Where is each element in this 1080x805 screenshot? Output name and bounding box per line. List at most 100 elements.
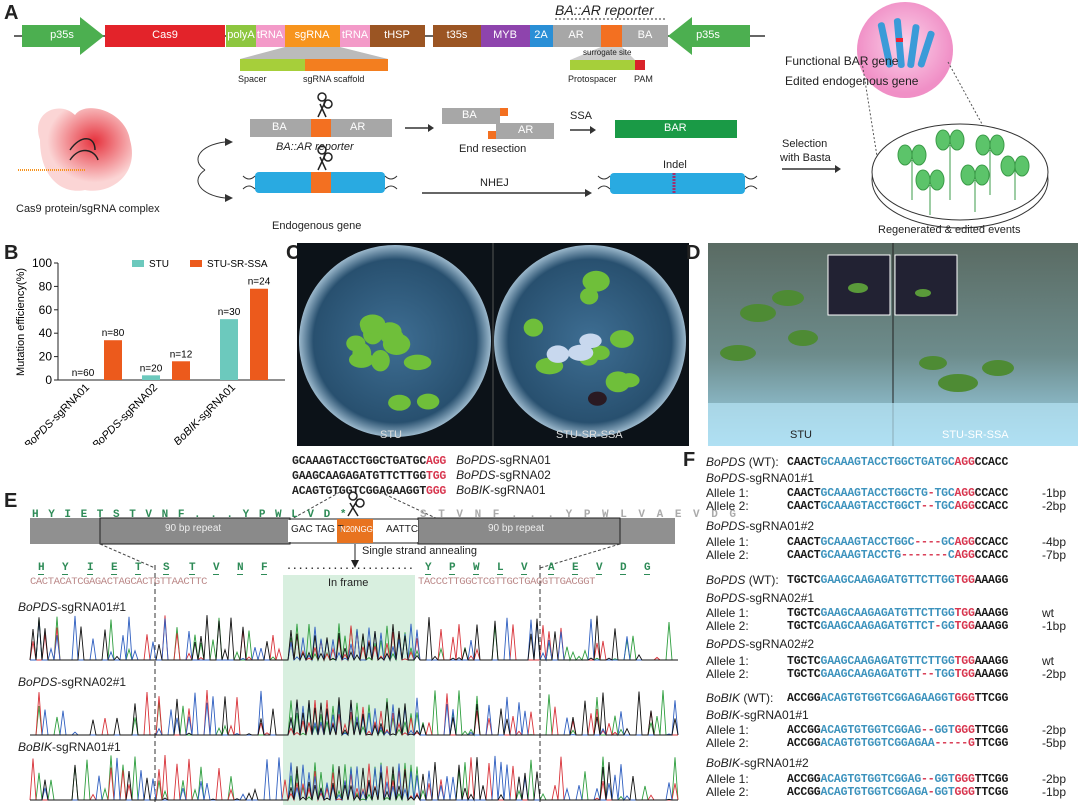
target-seq: GCAAAGTACCTGGCTGATGC xyxy=(292,455,427,468)
seq-segment: ---- xyxy=(914,536,942,549)
seq-segment: GCAAAGTACCTGGCTG xyxy=(820,487,928,500)
regenerated-label: Regenerated & edited events xyxy=(878,224,1021,236)
aa-residue: E xyxy=(111,562,118,575)
seq-segment: ACCGG xyxy=(787,786,821,799)
reporter-title: BA::AR reporter xyxy=(555,2,654,18)
seq-segment: AAAGG xyxy=(974,668,1009,681)
construct-label-sgrna: sgRNA xyxy=(294,29,330,41)
petri-dish-photo xyxy=(297,243,689,446)
plantlet xyxy=(605,371,631,393)
sgrna-block xyxy=(285,25,340,47)
alignment-head: BoPDS-sgRNA02#2 xyxy=(706,637,815,651)
target-site-label: N20NGG xyxy=(340,525,373,534)
endogenous-label: Endogenous gene xyxy=(272,220,362,232)
seq-segment: TTCGG xyxy=(974,773,1009,786)
seq-segment: AAAGG xyxy=(974,655,1009,668)
target-pam: GGG xyxy=(426,485,447,498)
petri-dish-icon xyxy=(871,123,1049,229)
seq-segment: CAACT xyxy=(787,536,821,549)
complex-label: Cas9 protein/sgRNA complex xyxy=(16,203,160,215)
bar-label: BAR xyxy=(664,122,687,134)
y-tick-label: 60 xyxy=(39,303,53,317)
seq-segment: -- xyxy=(921,500,935,513)
seq-segment: GGG xyxy=(954,773,975,786)
trace-label: BoPDS-sgRNA01#1 xyxy=(18,600,127,614)
plantlet xyxy=(403,354,432,371)
legend-label: STU-SR-SSA xyxy=(207,259,268,270)
seq-segment: TGG xyxy=(954,668,975,681)
seq-segment: AAAGG xyxy=(974,607,1009,620)
alignment-head: BoBIK-sgRNA01#2 xyxy=(706,756,809,770)
rep-ar: AR xyxy=(350,121,366,133)
resect-ar: AR xyxy=(518,124,534,136)
seq-segment: GCAAAGTACCTG xyxy=(820,549,902,562)
construct-label-t35s: t35s xyxy=(446,29,468,41)
y-tick-label: 80 xyxy=(39,279,53,293)
aa-residue: L xyxy=(497,562,504,575)
seq-segment: ------- xyxy=(900,549,948,562)
seq-segment: TGG xyxy=(954,655,975,668)
aa-dots: ...................... xyxy=(286,562,414,573)
seq-segment: TTCGG xyxy=(974,692,1009,705)
trace-label: BoBIK-sgRNA01#1 xyxy=(18,740,121,754)
bar-n-label: n=24 xyxy=(248,277,271,288)
legend-swatch xyxy=(132,260,144,267)
seq-segment: TTCGG xyxy=(974,737,1009,750)
mutation-result: -2bp xyxy=(1042,667,1067,681)
seq-segment: CCACC xyxy=(974,536,1009,549)
alignment-allele: Allele 1:CAACTGCAAAGTACCTGGC----GCAGGCCA… xyxy=(706,535,1067,549)
construct-label-p35s: p35s xyxy=(696,29,720,41)
alignment-allele: Allele 2:TGCTCGAAGCAAGAGATGTT--TGGTGGAAA… xyxy=(706,667,1067,681)
thsp-block xyxy=(370,25,425,47)
target-name: BoPDS-sgRNA01 xyxy=(456,453,551,467)
seq-segment: TGCTC xyxy=(787,620,821,633)
seq-segment: GC xyxy=(941,536,955,549)
plantlet xyxy=(546,345,570,363)
mutation-result: -5bp xyxy=(1042,736,1067,750)
seq-segment: CCACC xyxy=(974,500,1009,513)
seq-segment: TGC xyxy=(934,500,955,513)
chromatogram-trace xyxy=(30,691,679,737)
inset-photo-2 xyxy=(894,254,958,316)
seq-segment: GGG xyxy=(954,724,975,737)
alignment-allele: Allele 2:ACCGGACAGTGTGGTCGGAGAA-----GTTC… xyxy=(706,736,1067,750)
panel-label-f: F xyxy=(683,449,696,471)
p35s-promoter-left xyxy=(22,17,104,55)
basta-label: with Basta xyxy=(780,152,831,164)
selection-label: Selection xyxy=(782,138,828,150)
indel-label: Indel xyxy=(663,159,687,171)
panel-e-diagram xyxy=(29,491,679,805)
aa-right: S T V N F . . . Y P W L V A E V D G xyxy=(420,509,739,521)
seq-segment: GGT xyxy=(934,786,955,799)
seq-segment: ACAGTGTGGTCGGAGAAGGT xyxy=(820,692,955,705)
mutation-result: -2bp xyxy=(1042,772,1067,786)
rep-ba: BA xyxy=(272,121,287,133)
seq-segment: AAAGG xyxy=(974,620,1009,633)
plantlet xyxy=(348,351,374,368)
seq-segment: TGCTC xyxy=(787,655,821,668)
trna-block-1 xyxy=(256,25,285,47)
spacer-bar xyxy=(240,59,305,71)
aa-residue: I xyxy=(87,562,94,575)
seq-segment: TGG xyxy=(934,668,955,681)
bar-gene-bar xyxy=(615,120,737,138)
aa-residue: N xyxy=(237,562,244,575)
photo-c-right-label: STU-SR-SSA xyxy=(556,429,623,441)
bar-n-label: n=30 xyxy=(218,307,241,318)
construct-label-trna: tRNA xyxy=(256,29,284,41)
panel-a-diagram xyxy=(14,2,1049,229)
construct-label-polya: polyA xyxy=(227,29,255,41)
bar-n-label: n=60 xyxy=(72,368,95,379)
y-tick-label: 20 xyxy=(39,350,53,364)
scissors-icon-2 xyxy=(317,145,333,171)
seq-segment: TGG xyxy=(954,620,975,633)
spacer-label: Spacer xyxy=(238,74,267,84)
seq-segment: AAAGG xyxy=(974,574,1009,587)
seq-segment: AGG xyxy=(954,456,975,469)
seq-segment: GAAGCAAGAGATGTT xyxy=(820,668,922,681)
repeat-left: 90 bp repeat xyxy=(165,523,222,534)
bar-stu-sr-ssa xyxy=(172,361,190,380)
aa-residue: D xyxy=(620,562,627,575)
dna-left: CACTACATCGAGACTAGCACTGTTAACTTC xyxy=(30,576,208,588)
